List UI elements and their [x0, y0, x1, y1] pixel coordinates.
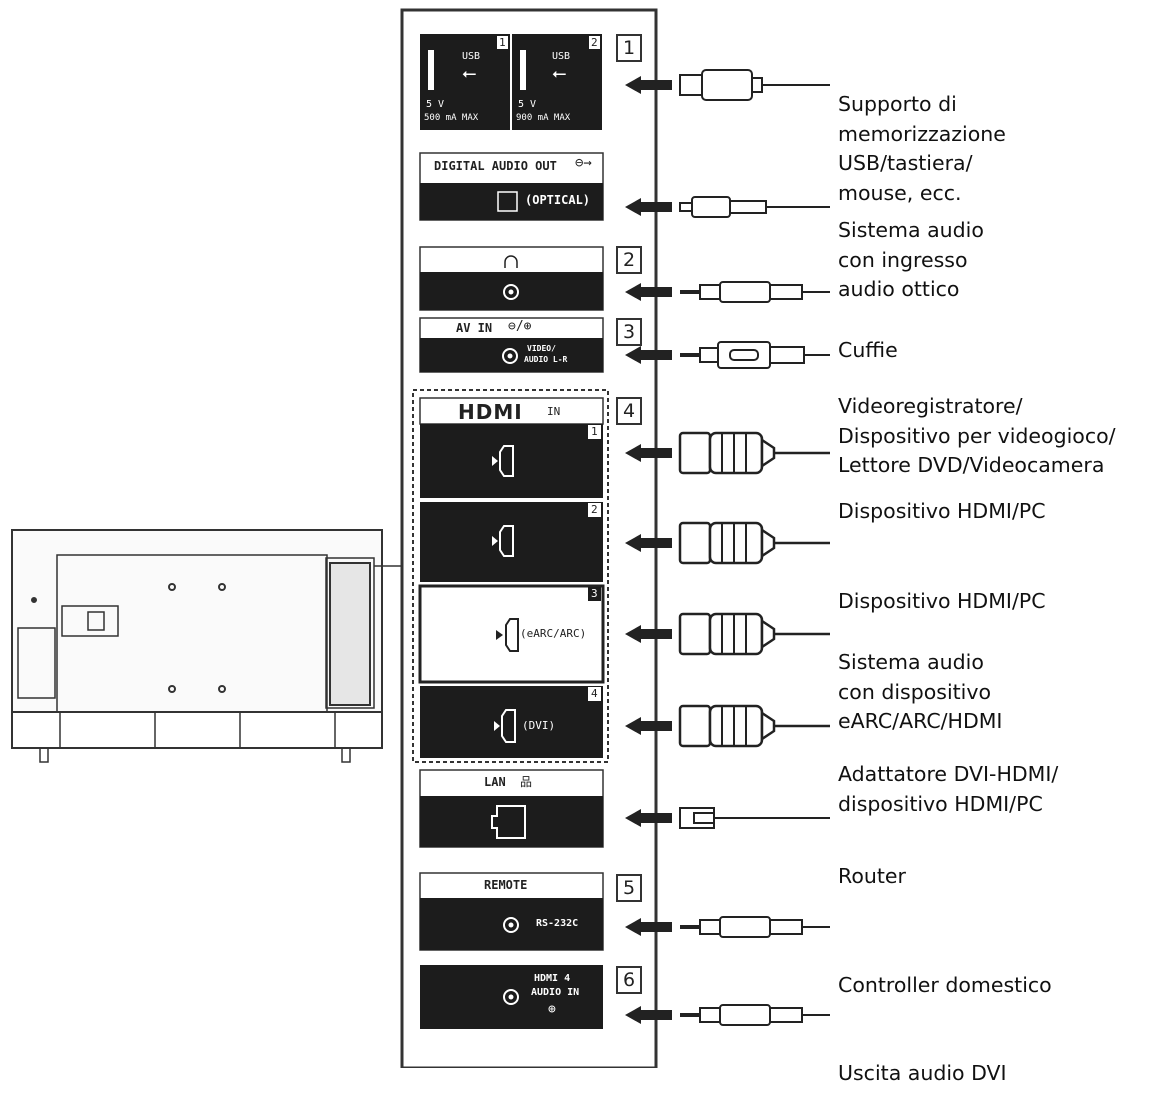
section-number-2: 2 — [616, 246, 642, 274]
hdmi-logo: HDMI — [458, 400, 523, 424]
hdmi-cables — [678, 431, 830, 748]
lan-port — [419, 769, 604, 848]
usb2-title: USB — [552, 51, 571, 62]
remote-title: REMOTE — [484, 878, 528, 892]
av-sub1: VIDEO/ — [527, 344, 556, 353]
usb2-index: 2 — [591, 36, 598, 49]
hdmi4-label: (DVI) — [522, 719, 556, 732]
hdmi2-index: 2 — [591, 503, 598, 516]
usb2-voltage: 5 V — [518, 99, 537, 110]
hdmi4-audio-line1: HDMI 4 — [534, 973, 571, 984]
optical-title: DIGITAL AUDIO OUT — [434, 159, 557, 173]
hdmi4-index: 4 — [591, 687, 598, 700]
section-number-4: 4 — [616, 397, 642, 425]
optical-output-icon: ⊖→ — [575, 155, 592, 171]
usb1-index: 1 — [499, 36, 506, 49]
hdmi3-index: 3 — [591, 587, 598, 600]
connection-diagram — [11, 8, 830, 1068]
label-hdmi1: Dispositivo HDMI/PC — [838, 499, 1046, 523]
hdmi-ports — [418, 397, 605, 758]
usb1-voltage: 5 V — [426, 99, 445, 110]
lan-title: LAN — [484, 775, 506, 789]
label-dvi-audio-out: Uscita audio DVI — [838, 1061, 1007, 1085]
label-av-devices: Videoregistratore/Dispositivo per videog… — [838, 394, 1116, 477]
remote-sub: RS-232C — [536, 918, 579, 929]
usb2-icon: ⭠ — [552, 63, 567, 84]
hdmi3-label: (eARC/ARC) — [520, 627, 587, 640]
av-input-icons: ⊖/⊕ — [508, 319, 532, 334]
av-in-port — [419, 317, 604, 373]
usb-ports — [420, 34, 602, 130]
hdmi4-audio-line2: AUDIO IN — [531, 987, 580, 998]
usb1-title: USB — [462, 51, 481, 62]
lan-network-icon: 品 — [520, 775, 533, 789]
remote-port — [419, 872, 604, 951]
label-hdmi2: Dispositivo HDMI/PC — [838, 589, 1046, 613]
usb1-current: 500 mA MAX — [424, 113, 479, 123]
usb1-icon: ⭠ — [462, 63, 477, 84]
hdmi4-audio-input-icon: ⊕ — [548, 1002, 556, 1017]
hdmi-in-label: IN — [547, 405, 561, 418]
label-router: Router — [838, 864, 906, 888]
section-number-3: 3 — [616, 318, 642, 346]
section-number-1: 1 — [616, 34, 642, 62]
hdmi4-audio-port — [420, 965, 603, 1029]
tv-rear-view — [11, 529, 402, 763]
av-sub2: AUDIO L-R — [524, 355, 568, 364]
av-title: AV IN — [456, 321, 493, 335]
hdmi-group-outline — [412, 389, 609, 763]
connection-arrows — [625, 76, 672, 1024]
headphone-port — [419, 246, 604, 311]
label-hdmi4-dvi: Adattatore DVI-HDMI/dispositivo HDMI/PC — [838, 762, 1059, 816]
hdmi1-index: 1 — [591, 425, 598, 438]
optical-sub: (OPTICAL) — [525, 193, 591, 207]
label-home-controller: Controller domestico — [838, 973, 1052, 997]
optical-port — [419, 152, 604, 221]
cables — [679, 69, 830, 1026]
section-number-5: 5 — [616, 874, 642, 902]
usb2-current: 900 mA MAX — [516, 113, 571, 123]
section-number-6: 6 — [616, 966, 642, 994]
label-headphones: Cuffie — [838, 338, 898, 362]
